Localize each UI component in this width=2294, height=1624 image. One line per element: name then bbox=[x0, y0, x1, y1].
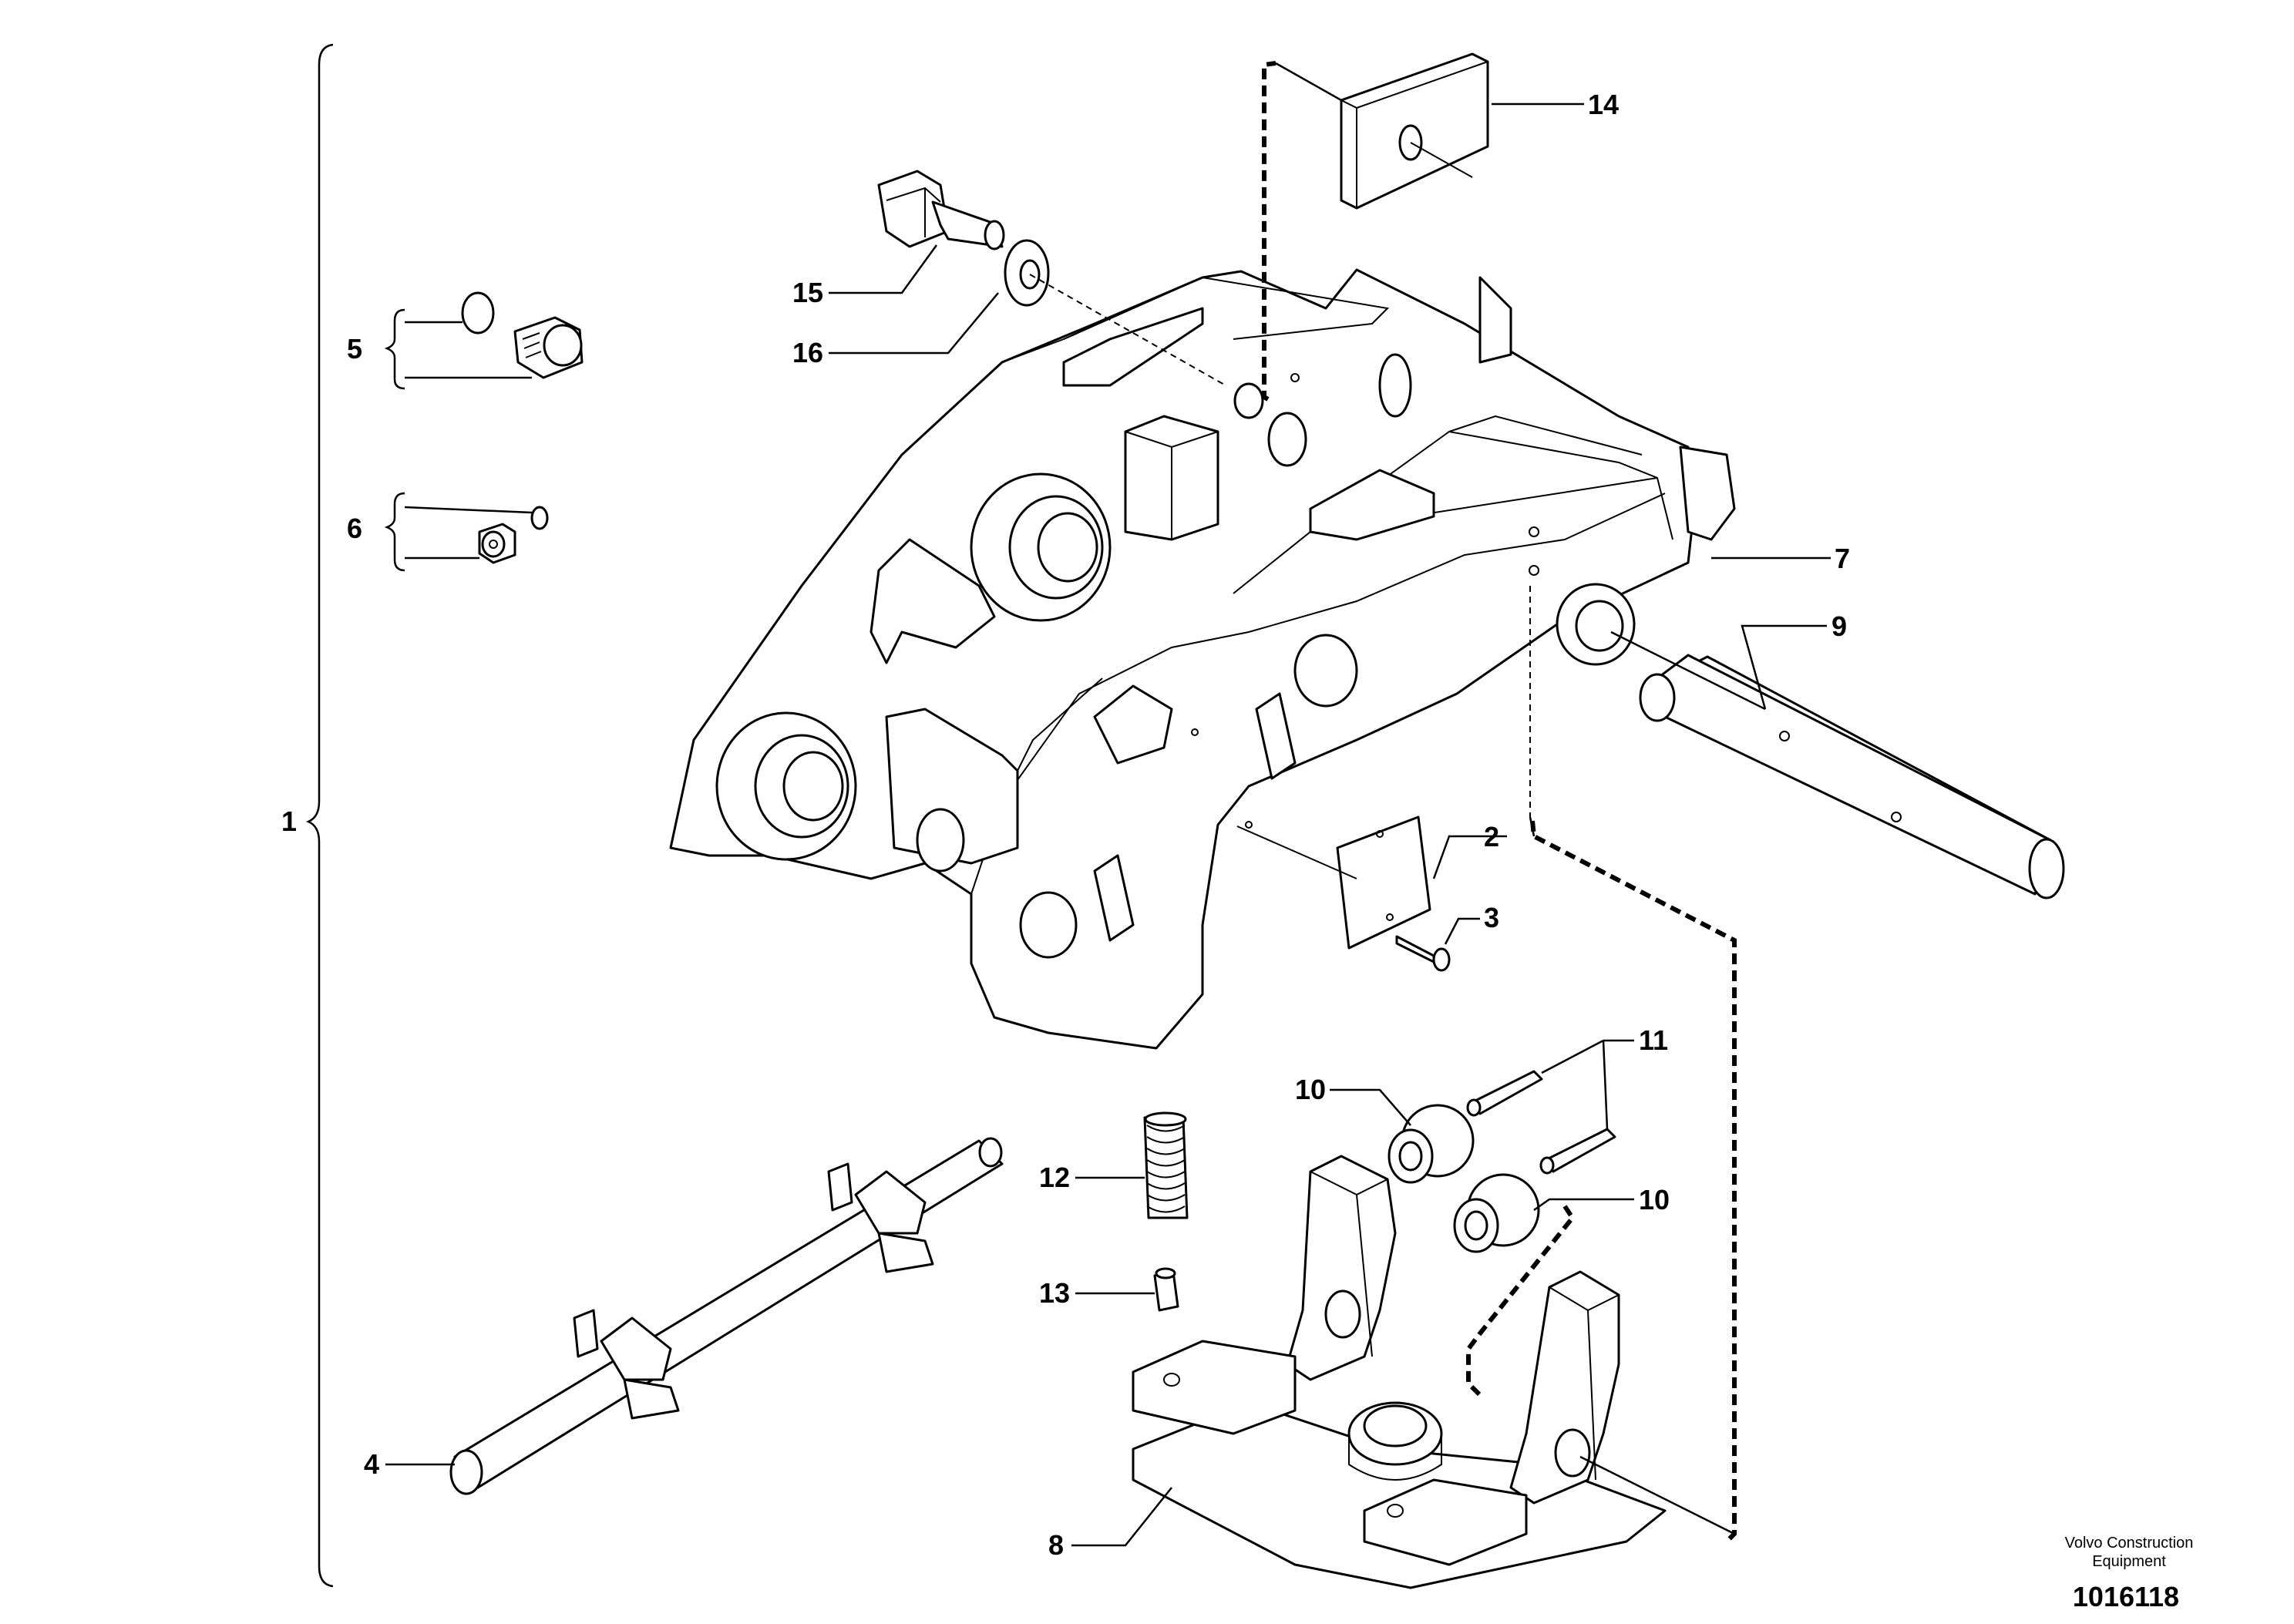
leader-lines bbox=[384, 103, 1831, 1547]
decal-2 bbox=[1236, 815, 1431, 950]
callout-12: 12 bbox=[1039, 1162, 1070, 1193]
brand-line-2: Equipment bbox=[2092, 1553, 2166, 1570]
callout-8: 8 bbox=[1048, 1529, 1064, 1561]
callout-11: 11 bbox=[1639, 1024, 1668, 1056]
plug-set-6 bbox=[478, 506, 549, 564]
callout-13: 13 bbox=[1039, 1277, 1070, 1309]
rivet-3 bbox=[1395, 935, 1451, 972]
spring-12 bbox=[1143, 1111, 1189, 1219]
plug-set-5 bbox=[461, 291, 584, 379]
bushing-10-upper bbox=[1388, 1104, 1475, 1184]
roll-pin-11-upper bbox=[1466, 1070, 1543, 1117]
bushing-10-lower bbox=[1453, 1173, 1540, 1253]
bolt-15 bbox=[877, 170, 1005, 250]
assembly-brace bbox=[305, 43, 334, 1588]
plug-13 bbox=[1153, 1267, 1179, 1312]
wedge-block-14 bbox=[1340, 52, 1489, 210]
callout-5: 5 bbox=[347, 333, 362, 365]
callout-1: 1 bbox=[281, 805, 297, 837]
washer-16 bbox=[1004, 239, 1050, 307]
footer: Volvo Construction Equipment 1016118 bbox=[2065, 1535, 2194, 1612]
callout-6: 6 bbox=[347, 513, 362, 544]
callout-10-upper: 10 bbox=[1295, 1074, 1326, 1105]
shaft-4 bbox=[449, 1137, 1004, 1495]
callout-4: 4 bbox=[364, 1448, 379, 1480]
callout-labels: 1 2 3 4 5 6 7 8 9 10 10 11 12 13 14 15 1… bbox=[281, 89, 1850, 1561]
callout-9: 9 bbox=[1832, 610, 1847, 642]
callout-3: 3 bbox=[1484, 902, 1499, 933]
bolt-axis-line bbox=[1029, 274, 1226, 386]
callout-10-lower: 10 bbox=[1639, 1184, 1670, 1215]
callout-7: 7 bbox=[1835, 543, 1850, 574]
locking-bracket-8 bbox=[1132, 1155, 1667, 1589]
callout-2: 2 bbox=[1484, 821, 1499, 852]
illustration-id: 1016118 bbox=[2073, 1581, 2179, 1612]
roll-pin-11-lower bbox=[1539, 1128, 1616, 1175]
callout-14: 14 bbox=[1588, 89, 1619, 120]
coupler-frame bbox=[669, 268, 1736, 1050]
brand-line-1: Volvo Construction bbox=[2065, 1535, 2194, 1552]
callout-15: 15 bbox=[792, 277, 823, 308]
guide-lines bbox=[1275, 62, 1735, 1535]
pin-9 bbox=[1610, 630, 2065, 899]
callout-16: 16 bbox=[792, 337, 823, 368]
